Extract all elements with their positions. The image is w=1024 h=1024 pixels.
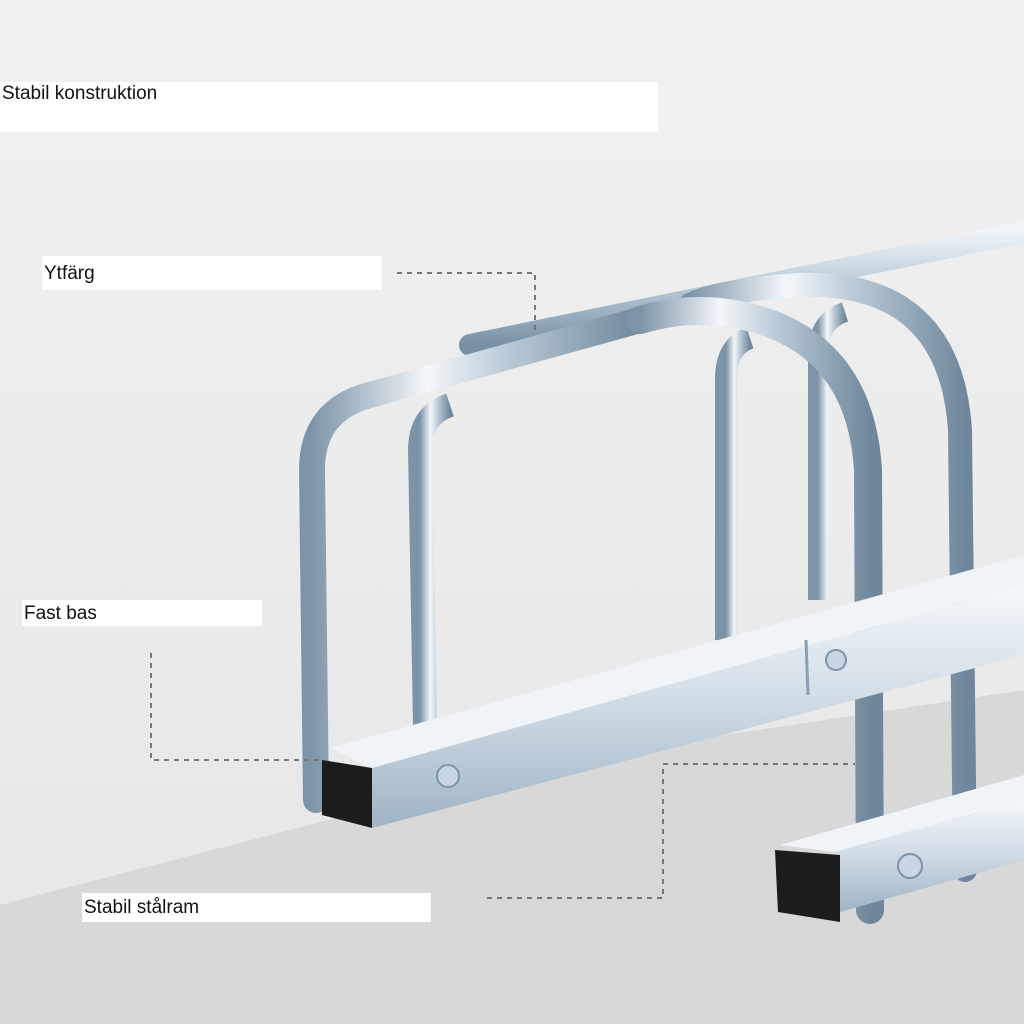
leader-lines — [150, 272, 855, 899]
front-rail-side — [372, 585, 1024, 828]
leader-base — [150, 653, 322, 761]
front-main-hoop — [626, 297, 884, 924]
label-surface-finish-text: Ytfärg — [44, 262, 95, 284]
label-stable-steel-frame: Stabil stålram — [82, 893, 431, 922]
label-fixed-base: Fast bas — [22, 600, 262, 626]
bolt-front — [436, 764, 460, 788]
front-rail-top — [330, 555, 1024, 768]
bolt-middle — [825, 649, 847, 671]
lower-rail-cap — [775, 850, 840, 922]
leader-frame — [487, 763, 855, 899]
label-fixed-base-text: Fast bas — [24, 602, 97, 624]
label-stable-construction: Stabil konstruktion — [0, 82, 658, 132]
floor-shadow — [0, 690, 1024, 1024]
front-rail-cap — [322, 760, 372, 828]
lower-rail-top — [780, 775, 1024, 852]
label-surface-finish: Ytfärg — [42, 256, 382, 290]
front-left-hoop — [298, 307, 653, 813]
middle-inner-post — [715, 327, 755, 640]
lower-rail-side — [835, 800, 1024, 912]
label-stable-construction-text: Stabil konstruktion — [2, 83, 158, 104]
rear-hoop — [678, 272, 977, 882]
front-inner-post — [407, 393, 455, 726]
label-stable-steel-frame-text: Stabil stålram — [84, 897, 200, 918]
bolt-lower — [897, 853, 923, 879]
rail-joint — [804, 639, 810, 696]
